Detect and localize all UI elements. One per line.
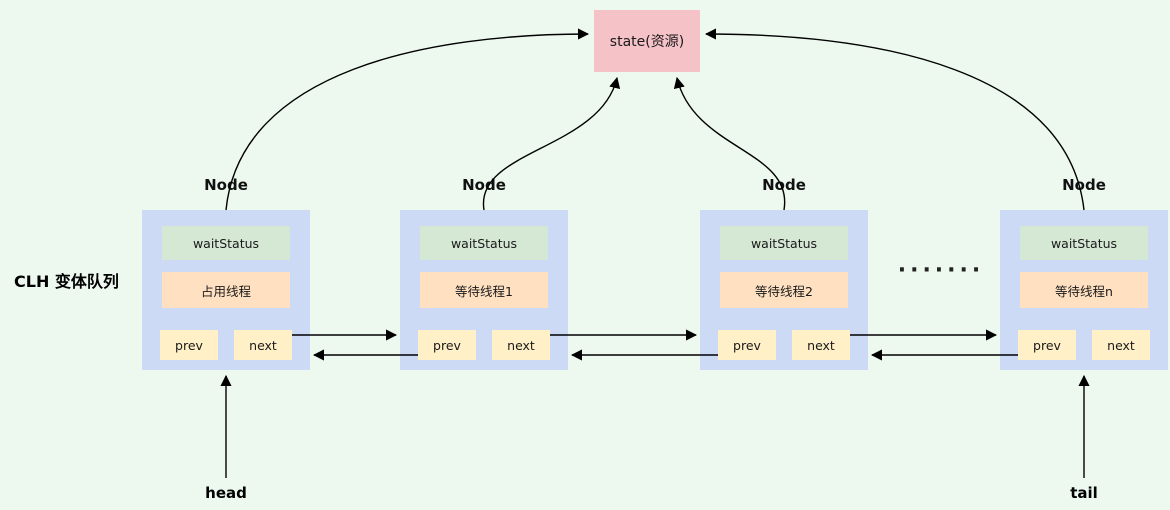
node-1-prev: prev (160, 330, 218, 360)
node-4-thread: 等待线程n (1020, 272, 1148, 308)
node-1-next: next (234, 330, 292, 360)
node-3-next: next (792, 330, 850, 360)
node-2: Node waitStatus 等待线程1 prev next (400, 176, 568, 370)
node-4-prev: prev (1018, 330, 1076, 360)
ellipsis-dots: ······· (897, 258, 985, 283)
node-3-title: Node (762, 176, 806, 194)
node-4-waitstatus: waitStatus (1020, 226, 1148, 260)
state-box: state(资源) (594, 10, 700, 72)
node-4-next: next (1092, 330, 1150, 360)
node-1-waitstatus: waitStatus (162, 226, 290, 260)
node-4: Node waitStatus 等待线程n prev next (1000, 176, 1168, 370)
node-1-thread: 占用线程 (162, 272, 290, 308)
node-2-thread: 等待线程1 (420, 272, 548, 308)
node-1-title: Node (204, 176, 248, 194)
node-4-title: Node (1062, 176, 1106, 194)
head-label: head (205, 484, 247, 502)
tail-label: tail (1070, 484, 1098, 502)
node-1: Node waitStatus 占用线程 prev next (142, 176, 310, 370)
node-3: Node waitStatus 等待线程2 prev next (700, 176, 868, 370)
node-2-next: next (492, 330, 550, 360)
node-3-waitstatus: waitStatus (720, 226, 848, 260)
node-3-prev: prev (718, 330, 776, 360)
node-2-waitstatus: waitStatus (420, 226, 548, 260)
node-2-title: Node (462, 176, 506, 194)
queue-label: CLH 变体队列 (14, 272, 119, 291)
node-2-prev: prev (418, 330, 476, 360)
node-3-thread: 等待线程2 (720, 272, 848, 308)
